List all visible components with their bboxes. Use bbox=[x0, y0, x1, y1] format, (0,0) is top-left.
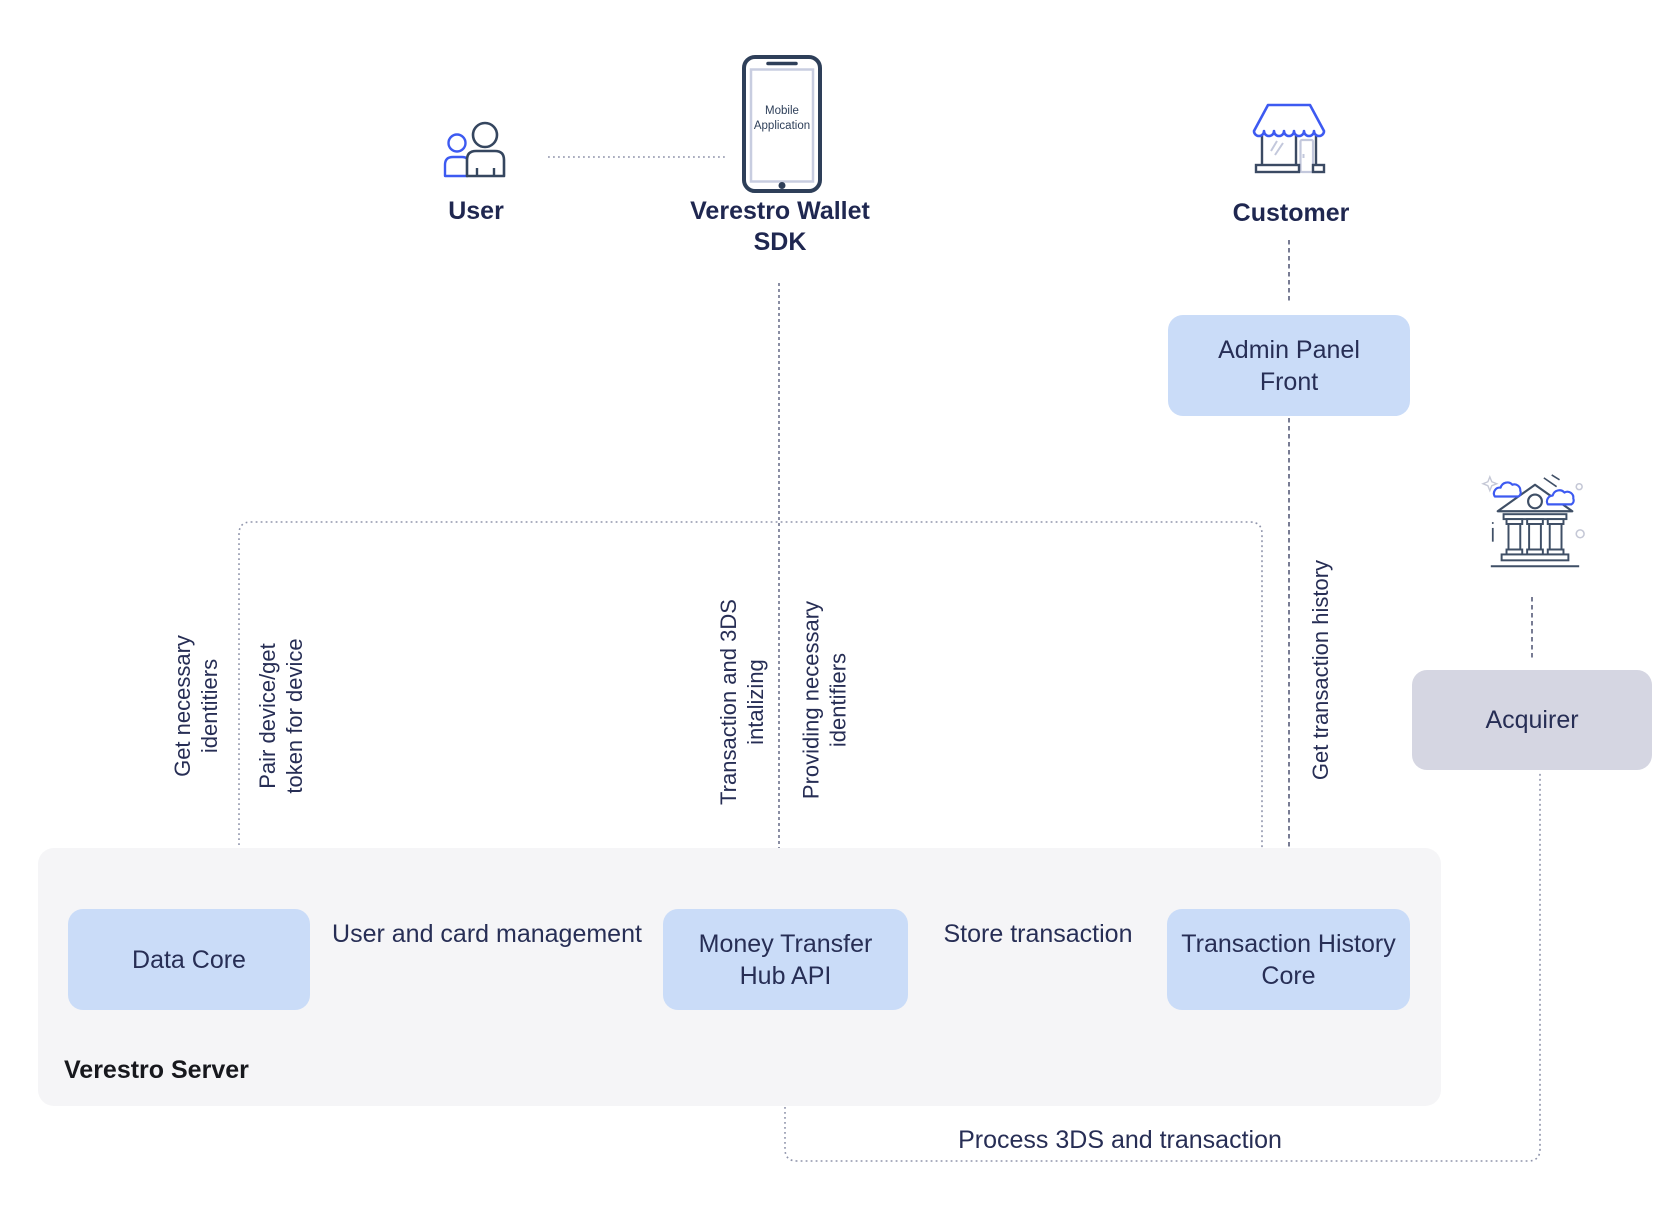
verestro-server-label: Verestro Server bbox=[64, 1056, 249, 1084]
edge-label-process-3ds: Process 3DS and transaction bbox=[958, 1126, 1282, 1154]
wallet-sdk-label: Verestro Wallet SDK bbox=[690, 197, 870, 257]
customer-label: Customer bbox=[1232, 199, 1350, 227]
admin-panel-front-node: Admin Panel Front bbox=[1168, 315, 1410, 416]
edge-label-get-necessary-identifiers: Get necessary identitiers bbox=[170, 635, 222, 777]
storefront-icon bbox=[1252, 103, 1326, 174]
acquirer-node: Acquirer bbox=[1412, 670, 1652, 770]
phone-screen-text: Mobile Application bbox=[753, 105, 811, 132]
edge-label-user-card-management: User and card management bbox=[332, 920, 642, 948]
edge-label-pair-device: Pair device/get token for device bbox=[255, 638, 307, 794]
money-transfer-hub-node: Money Transfer Hub API bbox=[663, 909, 908, 1010]
mobile-phone-icon bbox=[742, 55, 822, 193]
edge-label-providing-identifiers: Providing necessary identifiers bbox=[798, 600, 851, 800]
transaction-history-node: Transaction History Core bbox=[1167, 909, 1410, 1010]
users-icon bbox=[443, 121, 506, 178]
data-core-node: Data Core bbox=[68, 909, 310, 1010]
bank-icon bbox=[1481, 474, 1585, 568]
edge-label-transaction-3ds: Transaction and 3DS intalizing bbox=[716, 599, 768, 805]
user-label: User bbox=[448, 197, 504, 225]
edge-label-get-transaction-history: Get transaction history bbox=[1307, 559, 1333, 781]
edge-label-store-transaction: Store transaction bbox=[943, 920, 1133, 948]
